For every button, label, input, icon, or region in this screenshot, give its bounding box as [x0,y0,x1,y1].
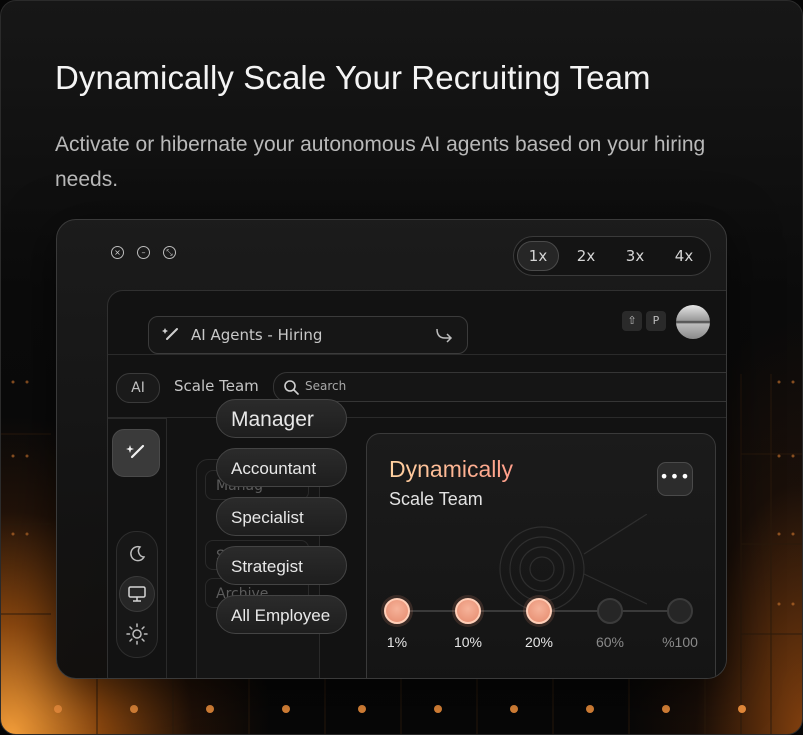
monitor-icon [128,586,146,602]
return-icon[interactable] [435,327,453,343]
search-input[interactable]: Search [273,372,726,402]
speed-option-4x[interactable]: 4x [674,247,694,265]
ai-chip[interactable]: AI [116,373,160,403]
scale-step-1[interactable] [384,598,410,624]
toolbar-divider [108,417,726,418]
role-option-manager[interactable]: Manager [216,399,347,438]
inner-app-frame: AI Agents - Hiring ⇧ P AI Scale Team Sea… [107,290,726,678]
expand-icon[interactable]: ⤡ [163,246,176,259]
avatar[interactable] [676,305,710,339]
more-options-button[interactable]: ••• [657,462,693,496]
breadcrumb[interactable]: Scale Team [174,377,259,395]
display-mode-button[interactable] [119,576,155,612]
agent-title-bar[interactable]: AI Agents - Hiring [148,316,468,354]
role-option-strategist[interactable]: Strategist [216,546,347,585]
scale-step-label: 60% [595,634,625,650]
close-icon[interactable]: × [111,246,124,259]
background-grid [1,374,802,734]
agent-title-label: AI Agents - Hiring [191,326,323,344]
panel-title: Dynamically [389,456,513,482]
scale-step-60[interactable] [597,598,623,624]
app-window: × – ⤡ 1x 2x 3x 4x AI Agents - Hiring ⇧ P [56,219,727,679]
side-rail [108,418,167,678]
magic-wand-icon [126,444,145,459]
page-subtitle: Activate or hibernate your autonomous AI… [55,133,706,191]
magic-wand-icon [162,328,178,340]
scale-step-10[interactable] [455,598,481,624]
role-option-specialist[interactable]: Specialist [216,497,347,536]
speed-selector: 1x 2x 3x 4x [513,236,711,276]
moon-icon[interactable] [125,542,149,566]
minimize-icon[interactable]: – [137,246,150,259]
role-option-all-employee[interactable]: All Employee [216,595,347,634]
shift-key-badge: ⇧ [622,311,642,331]
magic-wand-button[interactable] [112,429,160,477]
search-icon [284,380,299,395]
scale-step-label: 10% [453,634,483,650]
sun-icon[interactable] [125,622,149,646]
scale-step-label: 20% [524,634,554,650]
speed-option-3x[interactable]: 3x [625,247,645,265]
speed-option-1x[interactable]: 1x [517,241,559,271]
speed-option-2x[interactable]: 2x [576,247,596,265]
theme-switcher [116,531,158,658]
scale-step-20[interactable] [526,598,552,624]
header-divider [108,354,726,355]
page-title: Dynamically Scale Your Recruiting Team [55,59,651,96]
panel-subtitle: Scale Team [389,489,483,509]
scale-step-label: 1% [386,634,408,650]
search-placeholder: Search [305,379,347,393]
scale-step-100[interactable] [667,598,693,624]
radar-decoration [499,514,647,612]
scale-team-panel: Dynamically Scale Team ••• 1% 10% 20% 60… [366,433,716,678]
role-option-accountant[interactable]: Accountant [216,448,347,487]
scale-step-label: %100 [662,634,698,650]
p-key-badge: P [646,311,666,331]
